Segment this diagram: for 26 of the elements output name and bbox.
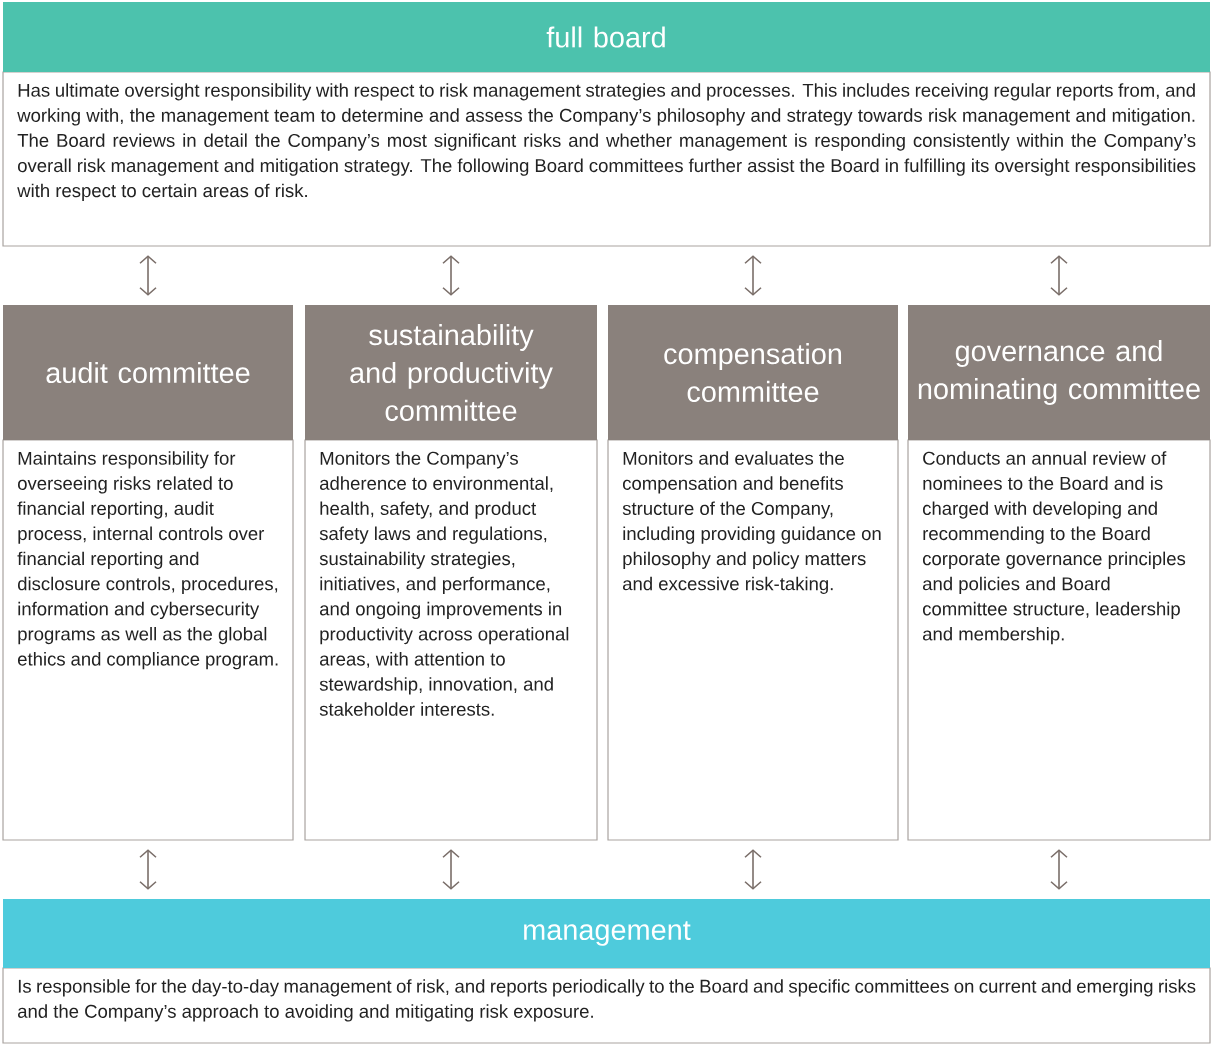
arrow [442,255,460,296]
arrow [139,255,157,296]
box-body: Maintains responsibility for overseeing risks related to financial reporting, audit process, internal controls over financial reporting and disclosure controls, procedures, information and cybersecurity programs as well as the global ethics and compliance program. [2,439,294,841]
box-body: Has ultimate oversight responsibility with respect to risk management strategies and processes. This includes receiving regular reports from, and working with, the management team to determine and assess the Company’s philosophy and strategy towards risk management and mitigation. The Board reviews in detail the Company’s most significant risks and whether management is responding consistently within the Company’s overall risk management and mitigation strategy. The following Board committees further assist the Board in fulfilling its oversight responsibilities with respect to certain areas of risk. [2,71,1211,247]
arrow [744,255,762,296]
arrow [1050,849,1068,890]
box-body: Is responsible for the day-to-day management of risk, and reports periodically to the Board and specific committees on current and emerging risks and the Company’s approach to avoiding and mitigating risk exposure. [2,967,1211,1044]
committee-box [2,305,294,841]
board-box [2,2,1211,247]
arrow [744,849,762,890]
management-box [2,899,1211,1044]
box-body: Conducts an annual review of nominees to the Board and is charged with developing and recommending to the Board corporate governance principles and policies and Board committee structure, leadership and membership. [907,439,1211,841]
box-header: sustainability and productivity committee [305,305,597,440]
box-header: full board [3,2,1210,72]
box-header: audit committee [3,305,293,440]
box-header: governance and nominating committee [908,305,1210,440]
box-body: Monitors and evaluates the compensation and benefits structure of the Company, including providing guidance on philosophy and policy matters and excessive risk-taking. [607,439,899,841]
box-body: Monitors the Company’s adherence to environmental, health, safety, and product safety laws and regulations, sustainability strategies, initiatives, and performance, and ongoing improvements in productivity across operational areas, with attention to stewardship, innovation, and stakeholder interests. [304,439,598,841]
committee-box [907,305,1211,841]
arrow [442,849,460,890]
box-header: management [3,899,1210,968]
committee-box [607,305,899,841]
arrow [139,849,157,890]
arrow [1050,255,1068,296]
committee-box [304,305,598,841]
box-header: compensation committee [608,305,898,440]
